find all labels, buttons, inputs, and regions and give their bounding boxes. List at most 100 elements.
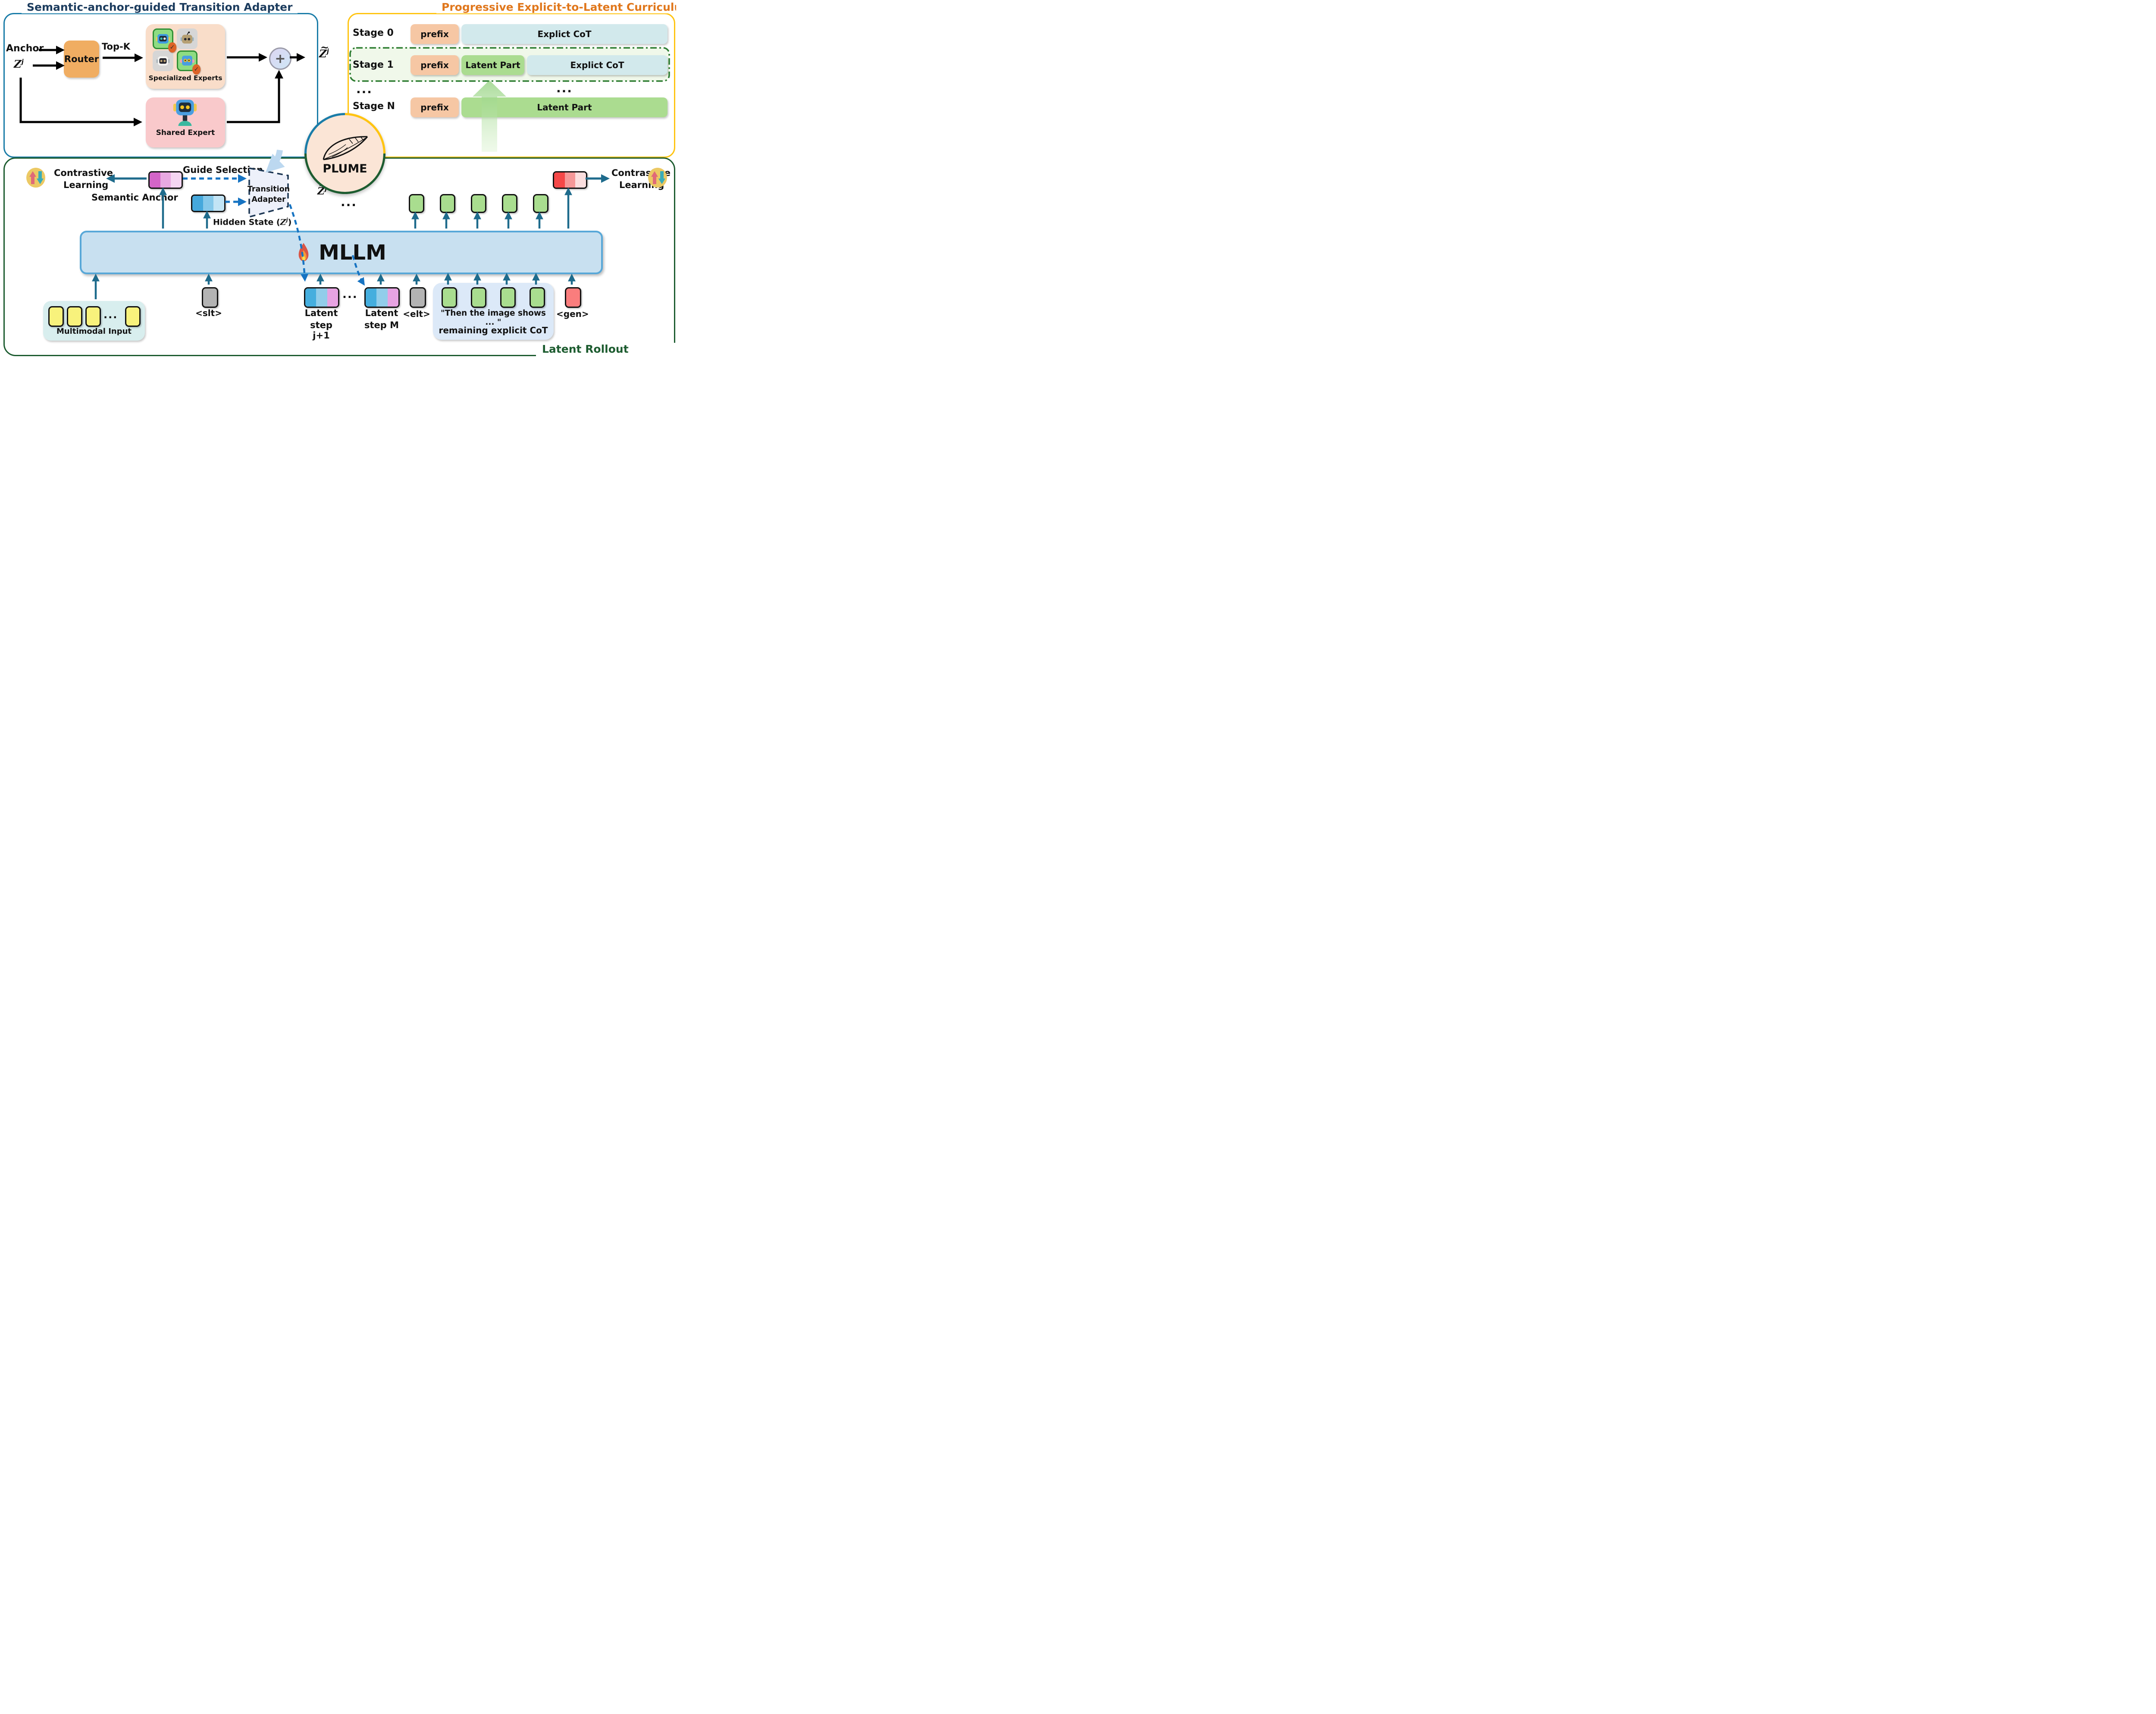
contrastive-arrows-icon	[648, 168, 667, 188]
latent-step-j1-label-line1: Latent	[304, 308, 338, 318]
bar-segment	[316, 288, 327, 307]
latent-step-j1-label-line2: step j+1	[310, 320, 332, 341]
expert-tile-3	[153, 50, 173, 71]
check-icon: ✓	[192, 64, 201, 75]
mllm-bar: MLLM	[80, 231, 603, 274]
zj-math-label: Zj	[14, 58, 24, 70]
hidden-state-text: )	[288, 217, 292, 227]
stages-ellipsis-left: ...	[356, 82, 373, 96]
latent-output-token	[409, 194, 424, 213]
contrastive-learning-label-left-line1: Contrastive	[54, 168, 113, 178]
plus-icon: +	[275, 51, 286, 66]
prefix-label: prefix	[420, 29, 449, 39]
latent-part-label: Latent Part	[537, 102, 592, 113]
plume-badge-inner: PLUME	[307, 115, 383, 192]
bar-segment	[160, 172, 171, 188]
bar-segment	[575, 172, 586, 188]
latent-step-m-label-line1: Latent	[365, 308, 398, 318]
robot-icon	[180, 31, 194, 44]
contrastive-learning-label-left-line2: Learning	[63, 180, 109, 190]
stageN-label: Stage N	[353, 101, 395, 112]
explicit-cot-label: Explict CoT	[537, 29, 592, 39]
check-glyph: ✓	[169, 44, 175, 51]
hidden-state-label: Hidden State (Zj)	[213, 217, 291, 227]
tilde-mark: ~	[320, 41, 329, 54]
feather-icon	[323, 135, 368, 160]
bar-segment	[192, 196, 203, 211]
latent-output-token	[533, 194, 548, 213]
check-icon: ✓	[168, 42, 176, 53]
cot-token	[471, 287, 486, 308]
specialized-experts-label: Specialized Experts	[148, 74, 222, 82]
figure-canvas: Semantic-anchor-guided Transition Adapte…	[0, 0, 676, 357]
stage0-explicit-cot-box: Explict CoT	[461, 24, 667, 44]
slt-label: <slt>	[195, 308, 222, 318]
check-glyph: ✓	[194, 66, 199, 73]
bar-segment	[213, 196, 224, 211]
anchor-label: Anchor	[6, 43, 44, 54]
gen-token	[565, 287, 581, 308]
stage0-prefix-box: prefix	[411, 24, 459, 44]
multimodal-input-label: Multimodal Input	[56, 327, 132, 336]
multimodal-token	[85, 306, 101, 327]
robot-icon	[156, 56, 170, 66]
latent-steps-ellipsis: ...	[342, 288, 358, 301]
bar-segment	[327, 288, 338, 307]
explicit-cot-label: Explict CoT	[570, 60, 624, 70]
cot-quote-text: "Then the image shows ... "	[441, 309, 546, 327]
ztilde-base: Z	[317, 185, 325, 197]
robot-icon	[156, 34, 170, 44]
adapter-panel-title: Semantic-anchor-guided Transition Adapte…	[22, 1, 298, 13]
prefix-label: prefix	[420, 60, 449, 70]
latent-output-token	[471, 194, 486, 213]
stage1-explicit-cot-box: Explict CoT	[527, 55, 667, 75]
latent-part-label: Latent Part	[465, 60, 520, 70]
cot-token	[442, 287, 457, 308]
stage1-label: Stage 1	[353, 60, 394, 70]
multimodal-token	[67, 306, 82, 327]
stages-ellipsis-right: ...	[556, 81, 573, 95]
cot-token	[500, 287, 516, 308]
bar-segment	[366, 288, 377, 307]
stage1-prefix-box: prefix	[411, 55, 459, 75]
topk-label: Top-K	[102, 41, 130, 52]
bar-segment	[387, 288, 398, 307]
robot-icon	[180, 56, 194, 66]
guide-selection-label: Guide Selection	[183, 165, 263, 175]
gen-label: <gen>	[556, 309, 589, 319]
bar-segment	[564, 172, 576, 188]
elt-label: <elt>	[403, 309, 430, 319]
cot-token	[530, 287, 545, 308]
multimodal-token	[48, 306, 64, 327]
latent-output-token	[502, 194, 517, 213]
flame-icon	[298, 242, 309, 261]
hidden-state-text: Hidden State (	[213, 217, 280, 227]
expert-tile-2	[177, 28, 197, 49]
hidden-state-bar	[191, 194, 226, 212]
slt-token	[202, 287, 218, 308]
gen-embedding-bar	[553, 171, 587, 189]
bar-segment	[305, 288, 317, 307]
latent-step-m-token	[364, 287, 400, 308]
bar-segment	[150, 172, 160, 188]
bar-segment	[203, 196, 214, 211]
stage0-label: Stage 0	[353, 28, 394, 38]
elt-token	[410, 287, 426, 308]
plume-label: PLUME	[323, 162, 367, 175]
hidden-state-sup: j	[286, 217, 288, 223]
contrastive-arrows-icon	[26, 168, 45, 188]
expert-tile-selected-4	[177, 50, 197, 71]
cot-caption: remaining explicit CoT	[439, 325, 548, 335]
latent-step-m-label-line2: step M	[364, 320, 399, 330]
adapter-panel	[3, 13, 318, 158]
robot-icon	[173, 100, 197, 126]
router-box: Router	[64, 41, 99, 78]
multimodal-ellipsis: ...	[103, 309, 118, 321]
semantic-anchor-embedding-bar	[148, 171, 183, 189]
bar-segment	[171, 172, 182, 188]
curriculum-panel-title: Progressive Explicit-to-Latent Curriculu…	[436, 1, 676, 13]
curriculum-panel	[348, 13, 675, 158]
sum-node: +	[269, 47, 291, 70]
latent-output-token	[440, 194, 455, 213]
